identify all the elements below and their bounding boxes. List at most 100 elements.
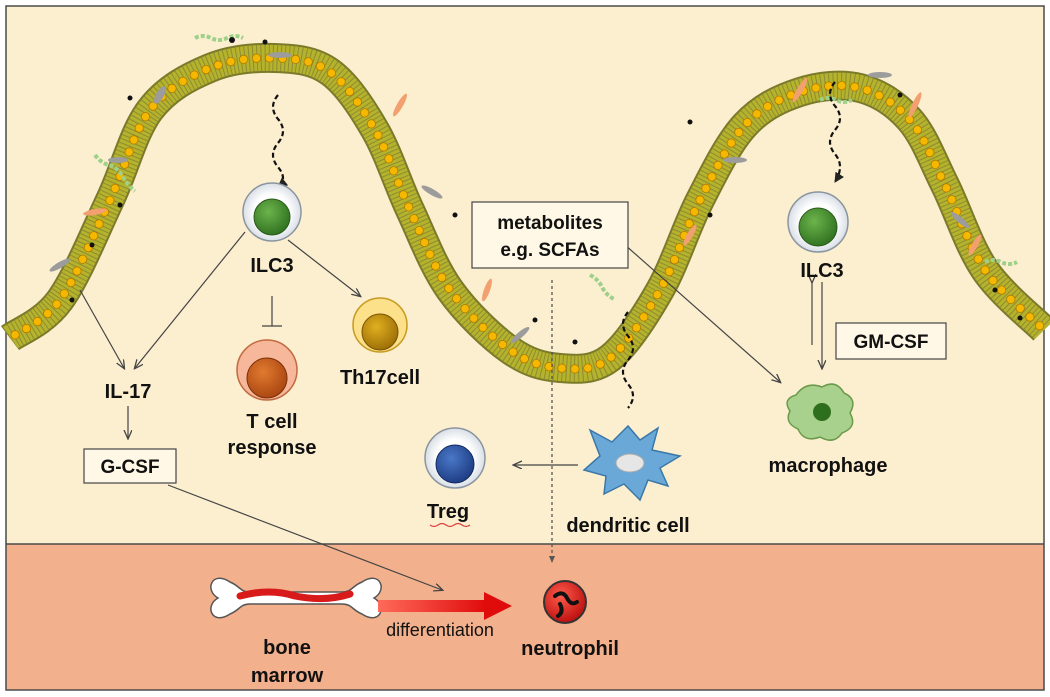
epithelial-cell-nucleus (72, 266, 82, 276)
epithelial-cell-nucleus (378, 142, 389, 152)
metabolites-label-line1: metabolites (497, 213, 603, 234)
epithelial-cell-nucleus (646, 301, 656, 311)
epithelial-cell-nucleus (850, 82, 860, 92)
epithelial-cell-nucleus (201, 65, 211, 75)
epithelial-cell-nucleus (59, 289, 69, 299)
epithelial-cell-nucleus (389, 166, 399, 176)
epithelial-cell-nucleus (701, 183, 711, 193)
metabolites-box (471, 201, 629, 269)
differentiation-label: differentiation (386, 620, 494, 640)
epithelial-cell-nucleus (336, 77, 346, 87)
epithelial-cell-nucleus (239, 54, 249, 65)
epithelial-cell-nucleus (129, 135, 139, 145)
gcsf-box (83, 448, 177, 484)
epithelial-cell-nucleus (695, 195, 705, 205)
epithelial-cell-nucleus (105, 195, 115, 205)
epithelial-cell-nucleus (437, 272, 447, 282)
epithelial-cell-nucleus (936, 171, 946, 181)
epithelial-cell-nucleus (508, 347, 518, 357)
epithelial-cell-nucleus (393, 178, 404, 188)
epithelial-cell-nucleus (226, 56, 236, 67)
epithelial-cell-nucleus (403, 202, 414, 212)
epithelial-cell-nucleus (583, 363, 593, 373)
macrophage-cell (786, 383, 854, 441)
epithelial-cell-nucleus (89, 231, 99, 241)
epithelial-cell-nucleus (94, 219, 104, 229)
epithelial-cell-nucleus (980, 265, 990, 275)
epithelial-cell-nucleus (996, 285, 1007, 295)
antigen-uptake-paths (271, 81, 845, 409)
epithelial-cell-nucleus (925, 148, 935, 158)
epithelial-cell-nucleus (1034, 321, 1045, 331)
epithelial-cell-nucleus (606, 352, 616, 362)
epithelial-cell-nucleus (674, 243, 685, 253)
epithelial-cell-nucleus (689, 207, 700, 217)
epithelial-cell-nucleus (66, 277, 76, 288)
epithelial-cell-nucleus (460, 304, 470, 314)
epithelial-cell-nucleus (988, 275, 998, 285)
differentiation-arrow (378, 592, 512, 620)
epithelial-cell-nucleus (373, 130, 383, 140)
epithelial-cell-nucleus (167, 83, 177, 94)
bone-marrow-icon (210, 577, 382, 619)
ilc3-left-label: ILC3 (250, 255, 293, 277)
epithelial-cell-nucleus (398, 190, 408, 200)
epithelial-cell-nucleus (10, 330, 20, 340)
epithelial-cell-nucleus (444, 283, 454, 293)
epithelial-cell-nucleus (639, 312, 649, 322)
epithelial-cell-nucleus (43, 308, 53, 319)
epithelial-cell-nucleus (570, 364, 580, 374)
epithelial-cell-nucleus (684, 219, 694, 229)
ilc3-right-label: ILC3 (800, 260, 843, 282)
dendritic-cell (582, 424, 683, 502)
gmcsf-box (835, 322, 947, 360)
epithelial-cell-nucleus (947, 195, 957, 205)
epithelial-cell-nucleus (544, 362, 554, 372)
treg-cell (424, 427, 486, 489)
epithelial-cell-nucleus (862, 85, 872, 95)
microbiota (49, 34, 1023, 345)
gcsf-label: G-CSF (100, 457, 159, 478)
epithelial-cell-nucleus (213, 60, 223, 70)
epithelial-cell-nucleus (1025, 312, 1035, 322)
epithelial-cell-nucleus (713, 160, 723, 170)
epithelial-cell-nucleus (707, 172, 717, 182)
epithelial-cell-nucleus (912, 125, 923, 135)
epithelial-cell-nucleus (124, 147, 134, 157)
gmcsf-label: GM-CSF (854, 332, 929, 353)
epithelial-cell-nucleus (726, 138, 736, 148)
il17-label: IL-17 (105, 381, 152, 403)
epithelial-cell-nucleus (359, 108, 370, 118)
epithelial-cell-nucleus (658, 278, 669, 288)
epithelial-cell-nucleus (885, 97, 895, 107)
epithelial-cell-nucleus (384, 154, 394, 164)
epithelial-cell-nucleus (148, 101, 158, 111)
epithelial-cell-nucleus (1006, 294, 1016, 304)
epithelial-cell-nucleus (315, 61, 325, 71)
epithelial-cell-nucleus (664, 266, 674, 277)
t-cell (236, 339, 298, 401)
tcell-label-line1: T cell (246, 411, 297, 433)
epithelial-cell-nucleus (52, 299, 62, 309)
neutrophil-cell (543, 580, 587, 624)
epithelial-cell-nucleus (631, 323, 642, 333)
epithelial-cell-nucleus (352, 97, 362, 107)
epithelial-cell-nucleus (615, 343, 626, 353)
epithelial-cell-nucleus (303, 57, 313, 67)
neutrophil-label: neutrophil (521, 638, 619, 660)
epithelial-cell-nucleus (326, 68, 337, 78)
epithelial-cell-nucleus (140, 112, 151, 122)
bone-marrow-region (6, 544, 1044, 690)
epithelial-cell-nucleus (919, 136, 929, 146)
epithelial-cell-nucleus (1015, 303, 1025, 313)
intestinal-epithelium (0, 42, 1050, 384)
epithelial-cell-nucleus (451, 294, 462, 304)
epithelial-cell-nucleus (21, 323, 32, 334)
epithelial-cell-nucleus (497, 339, 508, 350)
epithelial-cell-nucleus (345, 87, 355, 97)
epithelial-cell-nucleus (811, 83, 821, 93)
epithelial-cell-nucleus (774, 95, 784, 105)
pathway-arrows (79, 231, 822, 590)
epithelial-cell-nucleus (941, 183, 952, 193)
